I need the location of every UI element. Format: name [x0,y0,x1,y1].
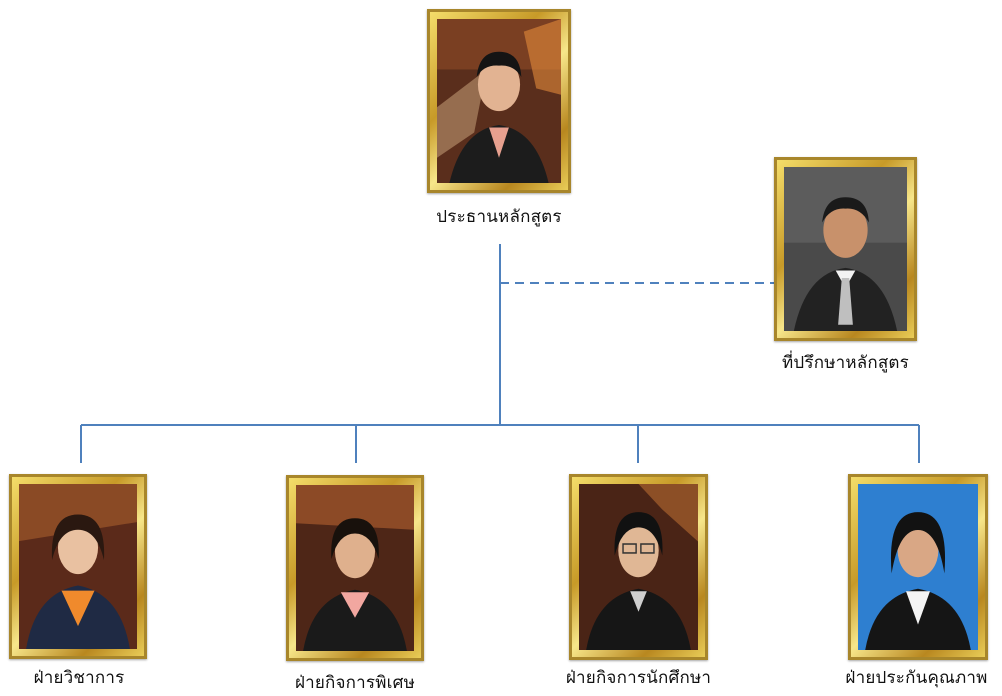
department-special-affairs-photo-frame [286,475,424,661]
advisor-title: ที่ปรึกษาหลักสูตร [781,353,910,373]
department-quality-assurance-title: ฝ่ายประกันคุณภาพ [845,668,988,688]
department-special-affairs-title: ฝ่ายกิจการพิเศษ [294,673,416,693]
advisor-photo [784,167,907,331]
advisor-photo-frame [774,157,917,341]
department-quality-assurance-photo-frame [848,474,988,660]
department-student-affairs-title: ฝ่ายกิจการนักศึกษา [565,668,712,688]
chair-title: ประธานหลักสูตร [436,207,562,227]
department-academic-photo-frame [9,474,147,659]
department-quality-assurance-photo [858,484,978,650]
department-academic-photo [19,484,137,649]
chair-photo-frame [427,9,571,193]
department-special-affairs-photo [296,485,414,651]
chair-photo [437,19,561,183]
department-student-affairs-photo-frame [569,474,708,660]
department-student-affairs-photo [579,484,698,650]
department-academic-title: ฝ่ายวิชาการ [33,668,125,688]
